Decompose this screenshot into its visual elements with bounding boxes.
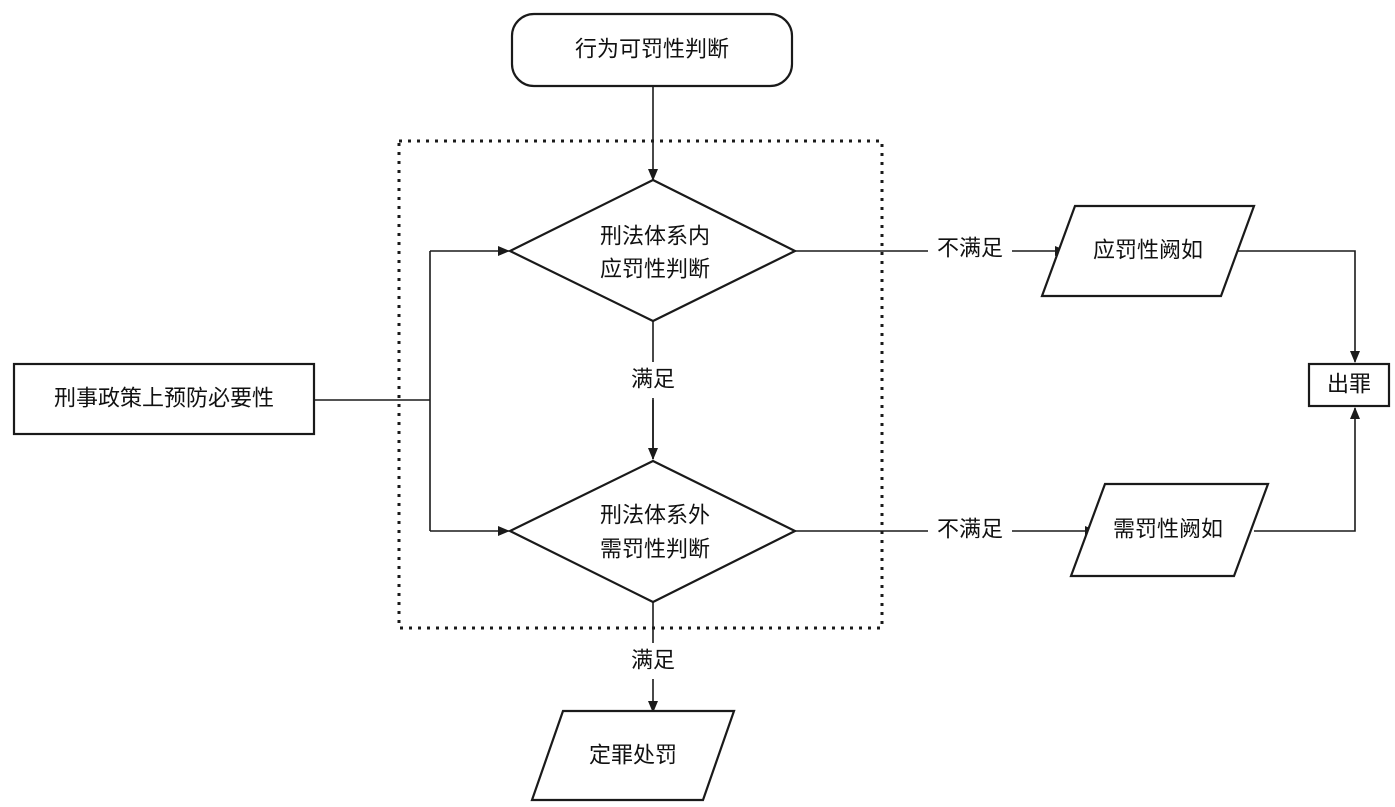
decision-outer (507, 459, 798, 604)
decision-outer-line1: 刑法体系外 (600, 504, 710, 529)
start-label: 行为可罚性判断 (575, 38, 729, 63)
lack-punishability-box (1040, 204, 1256, 298)
decision-outer-line2: 需罚性判断 (600, 538, 710, 563)
edge-lack1-to-exit (1234, 250, 1360, 363)
exit-crime-box (1307, 362, 1391, 408)
start-terminator (510, 12, 794, 88)
decision-inner-line1: 刑法体系内 (600, 225, 710, 250)
convict-box (530, 709, 736, 802)
decision-inner (507, 178, 798, 323)
edge-label-satisfied-2: 满足 (631, 649, 675, 674)
exit-crime-label: 出罪 (1327, 373, 1371, 398)
edge-label-bg (928, 513, 1012, 549)
decision-inner-line2: 应罚性判断 (600, 258, 710, 283)
edge-label-not-satisfied-2: 不满足 (937, 518, 1003, 543)
edge-label-bg (928, 232, 1012, 268)
policy-label: 刑事政策上预防必要性 (54, 387, 274, 412)
edge-label-satisfied-1: 满足 (631, 368, 675, 393)
policy-box (12, 362, 316, 436)
edge-label-not-satisfied-1: 不满足 (937, 237, 1003, 262)
lack-necessity-label: 需罚性阙如 (1113, 518, 1223, 543)
edge-label-bg (620, 362, 686, 398)
lack-necessity-box (1069, 482, 1270, 578)
lack-punishability-label: 应罚性阙如 (1093, 239, 1203, 264)
edge-lack2-to-exit (1254, 407, 1360, 532)
edge-label-bg (620, 643, 686, 679)
convict-label: 定罪处罚 (589, 744, 677, 769)
